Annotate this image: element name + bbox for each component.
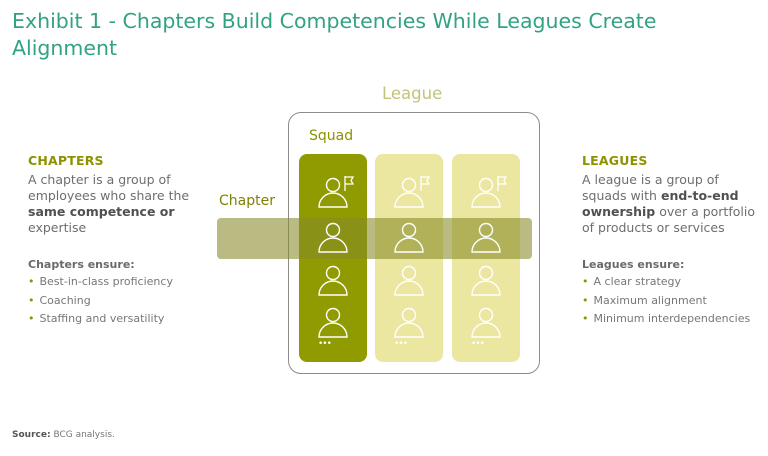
source-label: Source: bbox=[12, 430, 51, 440]
squad-label: Squad bbox=[309, 128, 354, 144]
squad-lead-person-icon bbox=[316, 175, 356, 215]
leagues-panel: LEAGUES A league is a group of squads wi… bbox=[582, 153, 762, 329]
desc-text: A chapter is a group of employees who sh… bbox=[28, 172, 190, 203]
leagues-description: A league is a group of squads with end-t… bbox=[582, 172, 762, 236]
desc-text-end: over a portfolio of products or services bbox=[582, 204, 755, 235]
chapters-bullets: Best-in-class proficiency Coaching Staff… bbox=[28, 273, 203, 329]
desc-bold: end-to-end ownership bbox=[582, 188, 739, 219]
bullet-item: Coaching bbox=[28, 292, 203, 311]
person-icon bbox=[316, 220, 356, 260]
source-note: Source: BCG analysis. bbox=[12, 430, 115, 440]
more-members-icon: ••• bbox=[394, 339, 408, 349]
more-members-icon: ••• bbox=[471, 339, 485, 349]
squad-lead-person-icon bbox=[469, 175, 509, 215]
chapter-label: Chapter bbox=[219, 193, 275, 209]
desc-bold: same competence or bbox=[28, 204, 175, 219]
person-icon bbox=[469, 305, 509, 345]
bullet-item: A clear strategy bbox=[582, 273, 762, 292]
person-icon bbox=[316, 263, 356, 303]
leagues-bullets: A clear strategy Maximum alignment Minim… bbox=[582, 273, 762, 329]
chapters-panel: CHAPTERS A chapter is a group of employe… bbox=[28, 153, 203, 329]
more-members-icon: ••• bbox=[318, 339, 332, 349]
desc-text: A league is a group of squads with bbox=[582, 172, 719, 203]
chapters-ensure-title: Chapters ensure: bbox=[28, 258, 135, 271]
bullet-item: Best-in-class proficiency bbox=[28, 273, 203, 292]
bullet-item: Staffing and versatility bbox=[28, 310, 203, 329]
desc-text-end: expertise bbox=[28, 220, 87, 235]
source-text: BCG analysis. bbox=[53, 430, 115, 440]
person-icon bbox=[392, 263, 432, 303]
person-icon bbox=[469, 220, 509, 260]
bullet-item: Minimum interdependencies bbox=[582, 310, 762, 329]
chapters-heading: CHAPTERS bbox=[28, 153, 104, 168]
leagues-heading: LEAGUES bbox=[582, 153, 648, 168]
person-icon bbox=[469, 263, 509, 303]
exhibit-title: Exhibit 1 - Chapters Build Competencies … bbox=[12, 9, 657, 60]
person-icon bbox=[392, 305, 432, 345]
league-label: League bbox=[382, 84, 443, 103]
leagues-ensure-title: Leagues ensure: bbox=[582, 258, 685, 271]
bullet-item: Maximum alignment bbox=[582, 292, 762, 311]
chapters-description: A chapter is a group of employees who sh… bbox=[28, 172, 203, 236]
squad-lead-person-icon bbox=[392, 175, 432, 215]
person-icon bbox=[392, 220, 432, 260]
person-icon bbox=[316, 305, 356, 345]
